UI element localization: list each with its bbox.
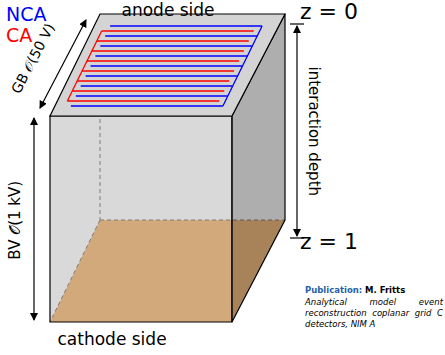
grid-strip bbox=[72, 90, 224, 91]
grid-strip bbox=[97, 40, 249, 41]
grid-strip bbox=[91, 65, 243, 66]
bv-arrow bbox=[33, 118, 34, 320]
grid-bus bbox=[223, 26, 262, 106]
publication-title: Analytical model event reconstruction co… bbox=[305, 297, 443, 330]
voltage-label: BV 𝒪(1 kV) bbox=[7, 180, 24, 259]
grid-strip bbox=[77, 80, 229, 81]
anode-face bbox=[50, 14, 285, 116]
coordinate-label: z = 1 bbox=[300, 230, 358, 254]
publication-author: M. Fritts bbox=[365, 286, 405, 295]
grid-strip bbox=[86, 75, 238, 76]
hidden-edges bbox=[50, 14, 285, 322]
side-label: cathode side bbox=[58, 330, 167, 349]
depth-arrow bbox=[296, 26, 297, 236]
grid-strip bbox=[100, 45, 252, 46]
grid-strip bbox=[110, 25, 262, 26]
coordinate-label: z = 0 bbox=[300, 0, 358, 24]
grid-strip bbox=[102, 30, 254, 31]
grid-strip bbox=[81, 85, 233, 86]
side-label: anode side bbox=[122, 1, 215, 20]
grid-strip bbox=[92, 50, 244, 51]
grid-strip bbox=[87, 60, 239, 61]
front-face bbox=[50, 116, 232, 322]
publication-head: Publication: bbox=[305, 286, 362, 295]
depth-label: interaction depth bbox=[306, 66, 323, 196]
grid-strip bbox=[76, 95, 228, 96]
grid-strip bbox=[71, 105, 223, 106]
legend-text: CA bbox=[6, 25, 32, 46]
grid-strip bbox=[82, 70, 234, 71]
grid-strip bbox=[67, 100, 219, 101]
grid-strip bbox=[95, 55, 247, 56]
coplanar-grid bbox=[67, 26, 262, 106]
grid-strip bbox=[105, 35, 257, 36]
grid-bus bbox=[67, 31, 101, 101]
legend-text: NCA bbox=[6, 4, 46, 25]
